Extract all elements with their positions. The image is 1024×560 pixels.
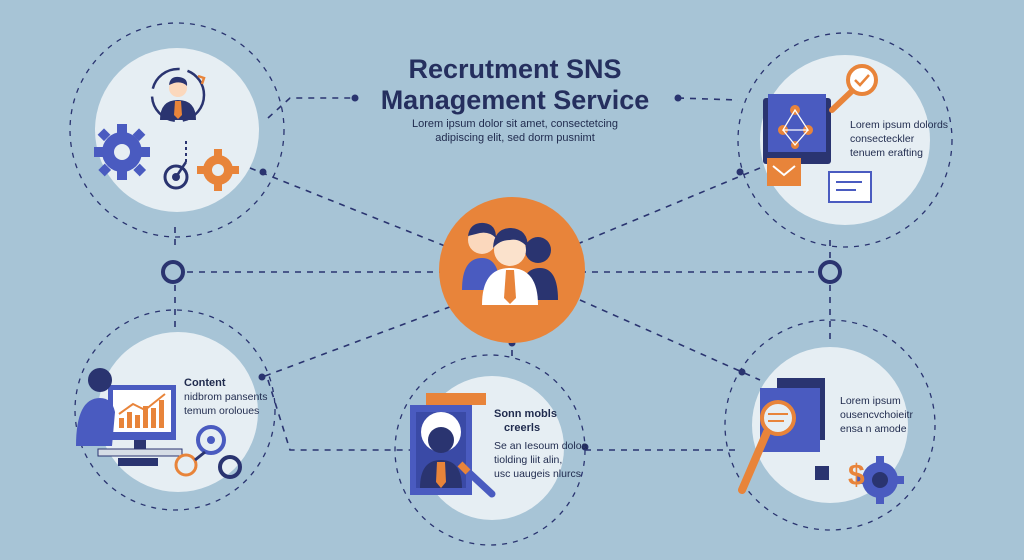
orange-gear-icon [197, 149, 239, 191]
node-text-top-right: Lorem ipsum dolords consecteckler tenuem… [850, 118, 970, 160]
bottom-center-line-1: Se an Iesoum doloa [494, 440, 588, 452]
gear-icon [94, 124, 150, 180]
connector-center-topright [574, 167, 761, 246]
connector-nodes [161, 94, 842, 451]
dollar-gear-icon: $ [815, 456, 904, 504]
connector-center-bottomleft [264, 304, 456, 377]
target-icon-2 [174, 425, 242, 479]
envelope-icon [767, 158, 801, 186]
woman-avatar-icon [76, 368, 115, 446]
document-search-icon [738, 378, 825, 494]
profile-card-icon [410, 393, 486, 495]
bottom-center-heading-2: creerls [504, 422, 541, 434]
target-icon [163, 140, 189, 190]
pen-icon [457, 461, 496, 498]
bottom-center-line-3: usc uaugeis nlurcs [494, 468, 581, 480]
connector-center-topleft [249, 167, 456, 251]
connector-center-bottomright [579, 299, 761, 381]
connector-title-left [267, 97, 352, 119]
diagram-subtitle: Lorem ipsum dolor sit amet, consectetcin… [365, 117, 665, 145]
bottom-right-line-3: ensa n amode [840, 423, 907, 435]
diagram-title: Recrutment SNS Management Service [330, 54, 700, 116]
bottom-right-line-2: ousencvchoieitr [840, 409, 913, 421]
top-right-line-1: Lorem ipsum dolords [850, 119, 949, 131]
svg-text:$: $ [848, 459, 865, 492]
node-text-bottom-left: Content nidbrom pansents temum oroloues [184, 376, 294, 418]
bottom-center-heading-1: Sonn mobls [494, 408, 557, 420]
bottom-right-line-1: Lorem ipsum [840, 395, 901, 407]
ring-node-right [818, 260, 842, 284]
team-icon [462, 222, 558, 305]
subtitle-line-2: adipiscing elit, sed dorm pusnimt [435, 132, 595, 144]
top-right-line-2: consecteckler [850, 133, 915, 145]
title-line-1: Recrutment SNS [408, 54, 622, 84]
magnifier-icon [829, 64, 878, 113]
top-right-line-3: tenuem erafting [850, 147, 923, 159]
document-network-icon [763, 94, 831, 164]
node-text-bottom-right: Lorem ipsum ousencvchoieitr ensa n amode [840, 394, 950, 436]
chat-card-icon [828, 171, 872, 203]
monitor-chart-icon [97, 385, 183, 466]
ring-node-left [161, 260, 185, 284]
person-avatar-icon [150, 67, 206, 123]
bottom-left-heading: Content [184, 377, 226, 389]
bottom-center-line-2: tiolding liit alin, [494, 454, 563, 466]
bottom-left-line-2: temum oroloues [184, 405, 260, 417]
subtitle-line-1: Lorem ipsum dolor sit amet, consectetcin… [411, 118, 619, 130]
node-text-bottom-center: Sonn mobls creerls Se an Iesoum doloa ti… [494, 407, 604, 481]
connector-title-right [677, 97, 739, 101]
bottom-left-line-1: nidbrom pansents [184, 391, 268, 403]
title-line-2: Management Service [380, 85, 650, 115]
